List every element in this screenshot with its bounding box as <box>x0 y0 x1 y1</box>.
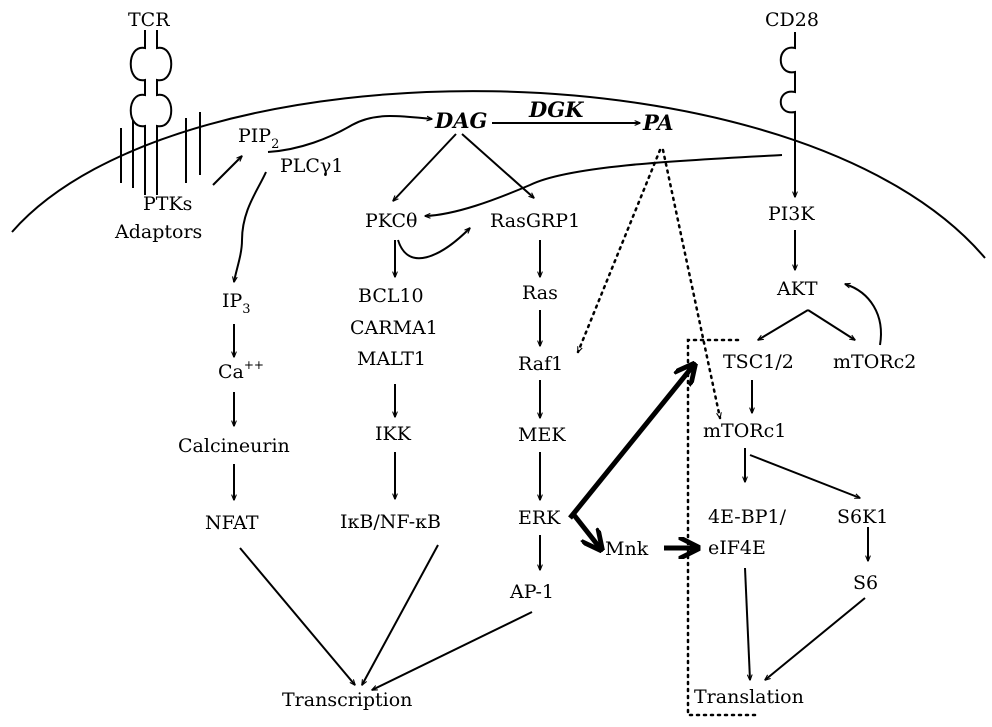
mnk-label: Mnk <box>605 538 649 560</box>
pa-dotted-arrows <box>576 148 762 717</box>
carma1-label: CARMA1 <box>350 317 438 339</box>
ap1-label: AP-1 <box>509 581 554 603</box>
dgk-label: DGK <box>528 97 584 122</box>
nfat-label: NFAT <box>205 512 259 534</box>
s6k1-label: S6K1 <box>837 506 888 528</box>
rasgrp1-label: RasGRP1 <box>490 210 580 232</box>
cd28-receptor <box>779 32 796 175</box>
mnk-arrows <box>568 366 696 548</box>
ptks-label: PTKs <box>143 193 192 215</box>
raf1-label: Raf1 <box>518 353 563 375</box>
adaptors-label: Adaptors <box>114 221 202 243</box>
ca-label: Ca++ <box>218 358 264 383</box>
pkc-label: PKCθ <box>365 210 417 232</box>
ikb-nfkb-label: IκB/NF-κB <box>340 511 441 533</box>
plc-label: PLCγ1 <box>280 155 343 177</box>
tsc-label: TSC1/2 <box>723 351 794 373</box>
transcription-label: Transcription <box>282 689 412 711</box>
tcr-receptor <box>120 30 201 195</box>
4ebp1-label: 4E-BP1/ <box>708 506 787 528</box>
eif4e-label: eIF4E <box>708 537 766 559</box>
pathway-arrows <box>212 115 882 690</box>
calcineurin-label: Calcineurin <box>178 435 290 457</box>
malt1-label: MALT1 <box>357 348 426 370</box>
akt-label: AKT <box>776 278 818 300</box>
dag-label: DAG <box>434 108 488 133</box>
ikk-label: IKK <box>375 423 412 445</box>
pip2-label: PIP2 <box>238 125 279 152</box>
translation-label: Translation <box>694 686 804 708</box>
bcl10-label: BCL10 <box>358 285 424 307</box>
ip3-label: IP3 <box>222 290 251 317</box>
pi3k-label: PI3K <box>768 203 815 225</box>
cd28-label: CD28 <box>765 9 819 31</box>
erk-label: ERK <box>518 507 561 529</box>
pa-label: PA <box>642 110 674 135</box>
ras-label: Ras <box>522 282 558 304</box>
mtorc2-label: mTORc2 <box>833 351 916 373</box>
mek-label: MEK <box>518 424 566 446</box>
s6-label: S6 <box>853 572 878 594</box>
mtorc1-label: mTORc1 <box>703 420 786 442</box>
cell-membrane <box>11 90 986 259</box>
tcr-label: TCR <box>128 9 170 31</box>
